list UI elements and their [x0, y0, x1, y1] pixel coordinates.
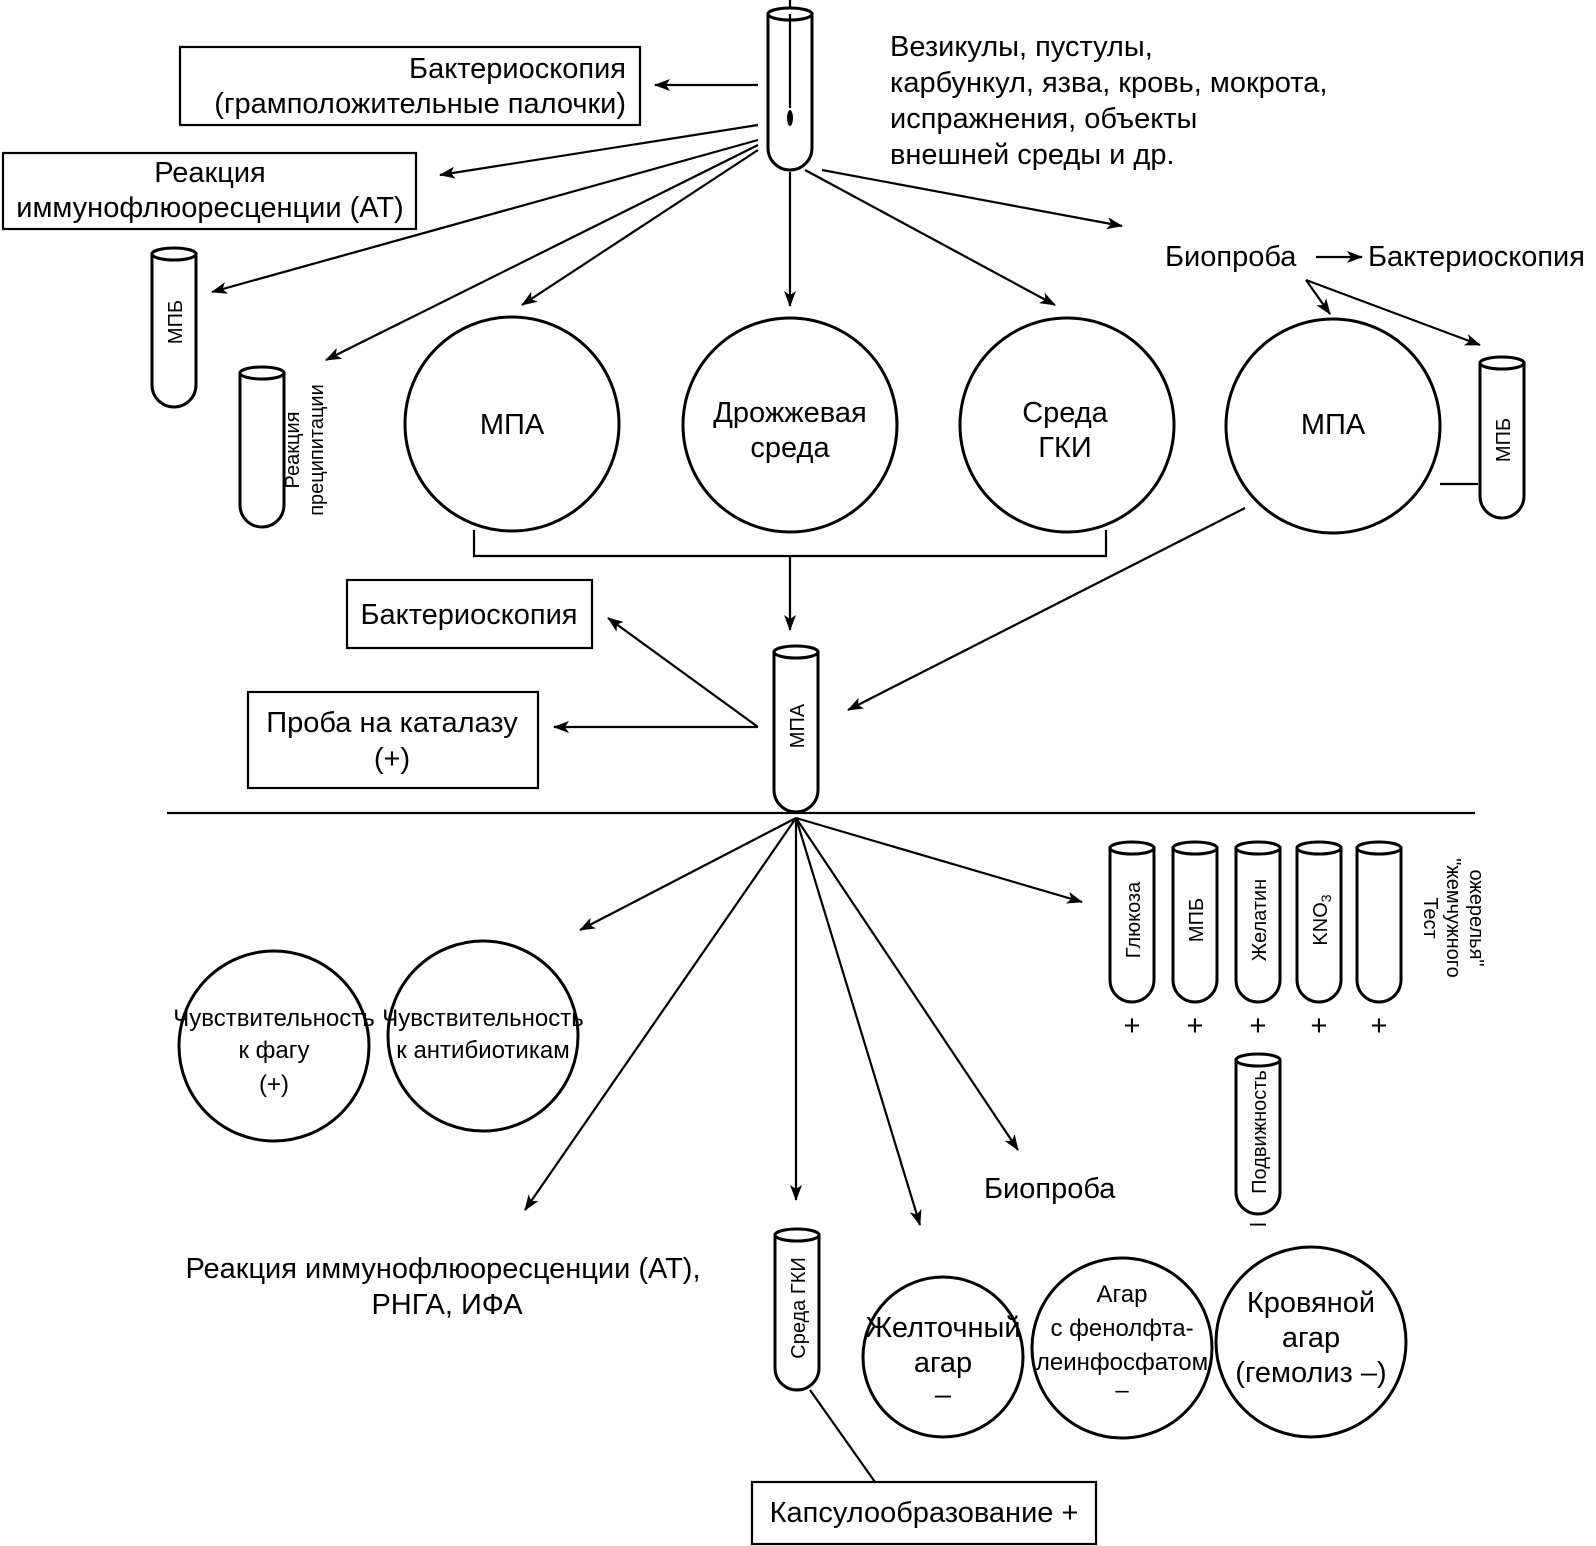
bioassay-top-label: Биопроба: [1165, 241, 1297, 273]
svg-text:Бактериоскопия: Бактериоскопия: [361, 599, 578, 631]
arrow-to-bioassay: [821, 168, 1123, 230]
dish-gki: Среда ГКИ: [958, 316, 1176, 534]
tube-mpb-bottom: МПБ +: [1171, 840, 1219, 1042]
svg-text:+: +: [1311, 1010, 1328, 1042]
svg-text:ГКИ: ГКИ: [1038, 432, 1091, 464]
svg-text:Капсулообразование +: Капсулообразование +: [770, 1497, 1079, 1529]
svg-text:Желатин: Желатин: [1249, 879, 1271, 961]
svg-text:к фагу: к фагу: [238, 1037, 309, 1064]
svg-text:ожерелья": ожерелья": [1465, 869, 1487, 966]
bioassay-bacterioscopy-label: Бактериоскопия: [1368, 241, 1585, 273]
svg-text:среда: среда: [750, 432, 830, 464]
svg-text:Бактериоскопия: Бактериоскопия: [409, 53, 626, 85]
svg-text:(грамположительные палочки): (грамположительные палочки): [214, 88, 626, 120]
svg-text:KNO3: KNO3: [1310, 894, 1334, 945]
mpb-tube-right: МПБ: [1478, 355, 1526, 520]
mpb-tube-left: МПБ: [150, 246, 198, 409]
svg-text:Проба на каталазу: Проба на каталазу: [266, 707, 518, 739]
catalase-box: Проба на каталазу (+): [246, 690, 540, 790]
bottom-arrows: [524, 816, 1083, 1226]
svg-text:к антибиотикам: к антибиотикам: [396, 1037, 569, 1064]
svg-text:+: +: [1371, 1010, 1388, 1042]
svg-text:МПА: МПА: [480, 409, 545, 441]
bioassay-bottom-label: Биопроба: [984, 1173, 1116, 1205]
svg-text:(+): (+): [259, 1071, 289, 1098]
svg-text:Реакция: Реакция: [282, 412, 304, 489]
dishes-bracket: [472, 530, 1108, 558]
arrow-dish-right-to-mpa: [847, 507, 1246, 711]
tube-glucose: Глюкоза +: [1108, 840, 1156, 1042]
serology-text: Реакция иммунофлюоресценции (АТ), РНГА, …: [185, 1253, 708, 1321]
svg-text:агар: агар: [1282, 1322, 1340, 1354]
svg-text:Чувствительность: Чувствительность: [173, 1005, 375, 1032]
tube-pearl-test: +: [1355, 840, 1403, 1042]
svg-text:преципитации: преципитации: [306, 384, 328, 516]
specimen-text: Везикулы, пустулы, карбункул, язва, кров…: [890, 31, 1335, 171]
arrow-bioassay-to-mpb: [1305, 278, 1481, 347]
svg-text:+: +: [1187, 1010, 1204, 1042]
capsule-formation-box: Капсулообразование +: [750, 1480, 1098, 1546]
svg-text:(гемолиз –): (гемолиз –): [1235, 1357, 1386, 1389]
svg-text:иммунофлюоресценции (АТ): иммунофлюоресценции (АТ): [16, 192, 403, 224]
pearl-test-label: Тест "жемчужного ожерелья": [1419, 858, 1487, 978]
phage-sensitivity-dish: Чувствительность к фагу (+): [173, 949, 375, 1143]
svg-text:Реакция: Реакция: [154, 157, 266, 189]
svg-text:Желточный: Желточный: [865, 1312, 1020, 1344]
blood-agar-dish: Кровяной агар (гемолиз –): [1214, 1245, 1408, 1439]
svg-text:–: –: [1115, 1377, 1129, 1404]
arrow-to-precipitation: [325, 144, 759, 361]
dish-yeast: Дрожжевая среда: [681, 316, 899, 534]
svg-text:Кровяной: Кровяной: [1247, 1287, 1375, 1319]
arrow-to-dish-mpa: [521, 149, 759, 306]
svg-text:с фенолфта-: с фенолфта-: [1050, 1315, 1193, 1342]
tube-gelatin: Желатин +: [1234, 840, 1282, 1042]
arrow-to-immunofluorescence: [439, 123, 759, 179]
svg-text:Тест: Тест: [1419, 897, 1441, 938]
arrow-to-bacterioscopy-middle: [607, 617, 759, 728]
mpa-tube-middle: МПА: [772, 644, 820, 814]
svg-text:(+): (+): [374, 743, 410, 775]
svg-text:Подвижность: Подвижность: [1249, 1070, 1271, 1194]
svg-text:+: +: [1124, 1010, 1141, 1042]
svg-text:МПБ: МПБ: [165, 300, 187, 344]
svg-text:Глюкоза: Глюкоза: [1123, 881, 1145, 958]
immunofluorescence-box: Реакция иммунофлюоресценции (АТ): [1, 151, 418, 231]
svg-text:–: –: [935, 1379, 952, 1411]
svg-text:леинфосфатом: леинфосфатом: [1036, 1349, 1208, 1376]
phenolphthalein-agar-dish: Агар с фенолфта- леинфосфатом –: [1030, 1256, 1214, 1440]
specimen-tube: [766, 0, 814, 172]
svg-text:Агар: Агар: [1097, 1281, 1148, 1308]
svg-text:МПБ: МПБ: [1493, 418, 1515, 462]
arrow-to-dish-gki: [804, 169, 1056, 306]
svg-text:Среда: Среда: [1022, 397, 1108, 429]
tube-motility: Подвижность –: [1234, 1052, 1282, 1239]
svg-text:Дрожжевая: Дрожжевая: [713, 397, 866, 429]
svg-text:МПА: МПА: [1301, 409, 1366, 441]
tube-gki-bottom: Среда ГКИ: [773, 1227, 821, 1392]
svg-text:–: –: [1250, 1207, 1267, 1239]
arrow-to-mpb-left: [211, 138, 759, 294]
tube-kno3: KNO3 +: [1295, 840, 1343, 1042]
antibiotic-sensitivity-dish: Чувствительность к антибиотикам: [382, 939, 584, 1133]
svg-text:Чувствительность: Чувствительность: [382, 1005, 584, 1032]
precipitation-tube: Реакция преципитации: [238, 365, 328, 529]
bacterioscopy-middle-box: Бактериоскопия: [345, 578, 594, 650]
svg-text:+: +: [1250, 1010, 1267, 1042]
svg-text:МПА: МПА: [787, 703, 809, 748]
svg-text:Среда ГКИ: Среда ГКИ: [788, 1257, 810, 1358]
dish-mpa: МПА: [403, 315, 621, 533]
bacterioscopy-gram-box: Бактериоскопия (грамположительные палочк…: [178, 45, 642, 127]
svg-text:агар: агар: [914, 1347, 972, 1379]
arrow-bioassay-to-dish: [1305, 279, 1331, 315]
connector-gki-capsule: [809, 1389, 876, 1483]
svg-text:МПБ: МПБ: [1186, 898, 1208, 942]
dish-mpa-right: МПА: [1224, 317, 1442, 535]
svg-text:"жемчужного: "жемчужного: [1442, 858, 1464, 978]
yolk-agar-dish: Желточный агар –: [861, 1275, 1025, 1439]
